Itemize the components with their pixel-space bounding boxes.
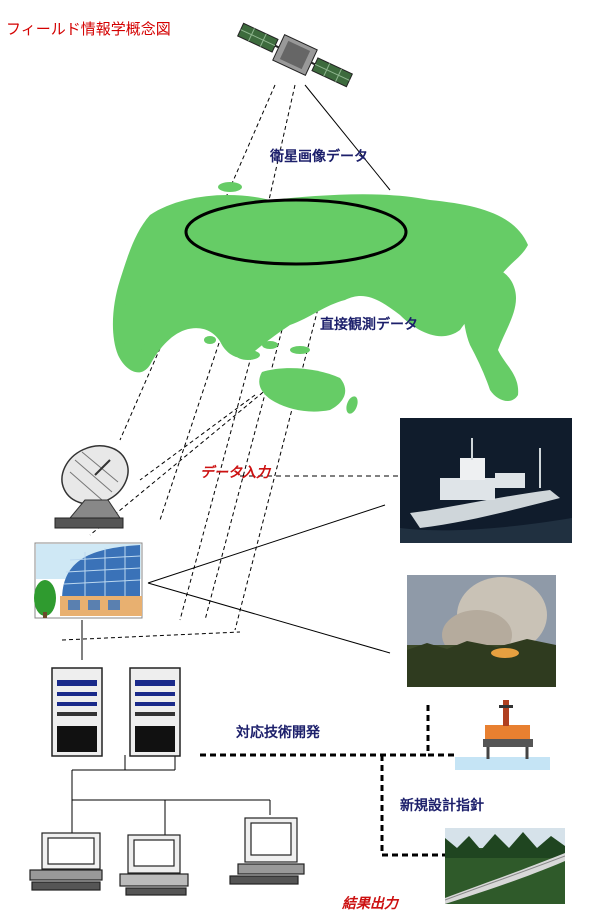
tech-development-label: 対応技術開発: [236, 725, 320, 741]
design-guideline-label: 新規設計指針: [400, 798, 484, 814]
study-region-ellipse: [184, 198, 408, 266]
forest-fire-photo: [407, 575, 556, 687]
direct-observation-label: 直接観測データ: [320, 317, 418, 333]
result-output-label: 結果出力: [342, 896, 398, 912]
satellite-icon: [236, 22, 354, 88]
connection-lines: [61, 84, 398, 835]
globe-map: [112, 182, 529, 414]
dish-antenna-icon: [54, 445, 129, 529]
pipeline-photo: [445, 828, 565, 904]
pc-icon: [29, 817, 305, 896]
server-icon: [51, 667, 181, 757]
satellite-data-label: 衛星画像データ: [270, 149, 368, 165]
oil-rig-photo: [455, 695, 550, 770]
building-icon: [34, 542, 143, 619]
ship-photo: [400, 418, 572, 543]
data-input-label: データ入力: [200, 465, 270, 481]
page-title: フィールド情報学概念図: [6, 20, 171, 38]
tech-dashed-lines: [200, 705, 455, 857]
